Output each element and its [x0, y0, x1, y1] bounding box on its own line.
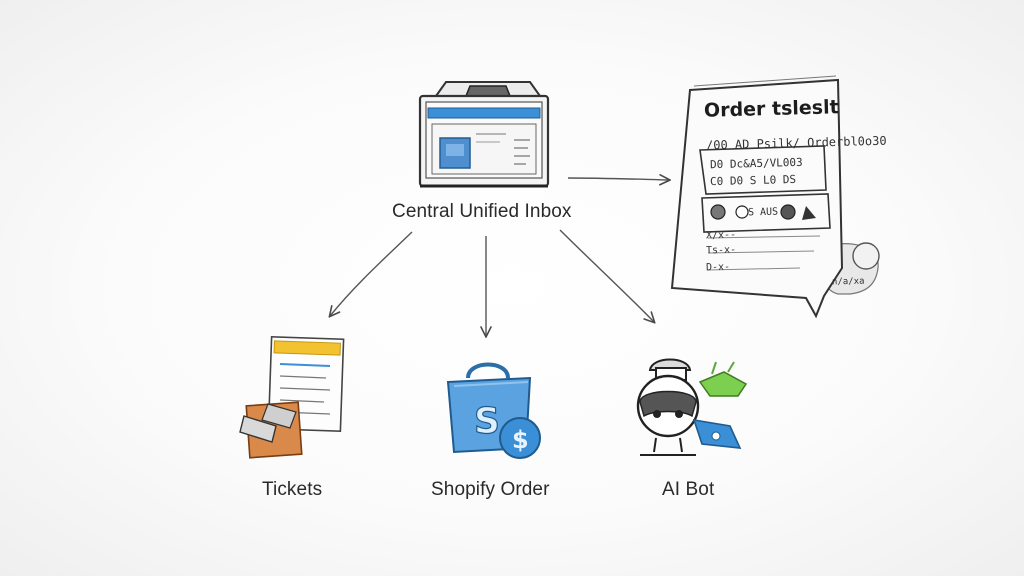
svg-text:S: S	[474, 401, 500, 442]
tickets-label: Tickets	[262, 479, 323, 500]
order-document-line: n/a/xa	[831, 276, 865, 288]
order-document-line: X/x--	[705, 229, 737, 242]
svg-text:$: $	[512, 426, 529, 454]
ai-bot-label: AI Bot	[662, 479, 715, 500]
order-document-line: S AUS	[747, 206, 779, 219]
arrow-inbox-to-tickets	[330, 231, 413, 316]
order-document-line: D0 Dc&A5/VL003	[709, 155, 803, 172]
shopify-order-label: Shopify Order	[431, 479, 550, 500]
robot-avatar-icon	[636, 358, 748, 456]
ticket-stack-icon	[239, 335, 345, 459]
shopify-bag-icon: S $	[446, 362, 541, 459]
inbox-window-icon	[418, 81, 550, 188]
order-document-line: Ts-x-	[705, 244, 737, 257]
order-receipt-icon	[670, 75, 880, 319]
arrow-inbox-to-order	[567, 178, 669, 180]
order-document-title: Order tsleslt	[703, 96, 839, 122]
order-document-line: C0 D0 S L0 DS	[709, 172, 797, 189]
arrow-inbox-to-aibot	[559, 229, 654, 322]
order-document-line: D-x-	[705, 261, 731, 274]
hub-label: Central Unified Inbox	[392, 201, 572, 222]
